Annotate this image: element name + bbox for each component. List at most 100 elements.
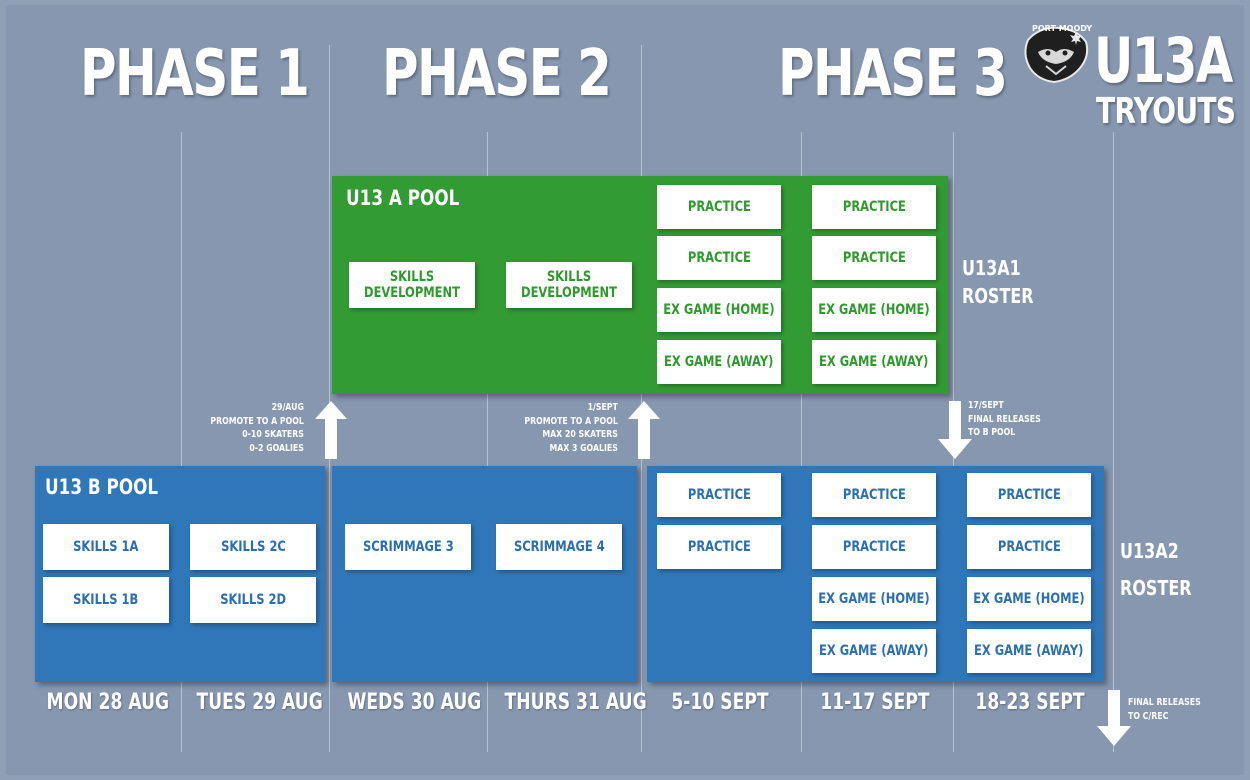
card-label: EX GAME (HOME) bbox=[973, 590, 1085, 607]
b-pool-away-game-card: EX GAME (AWAY) bbox=[967, 629, 1091, 673]
up-arrow-icon bbox=[315, 401, 347, 459]
b-pool-phase2-panel bbox=[332, 466, 637, 682]
roster-name: U13A1 bbox=[962, 256, 1021, 280]
card-label: PRACTICE bbox=[997, 486, 1061, 503]
a-pool-home-game-card: EX GAME (HOME) bbox=[812, 288, 936, 332]
divider bbox=[1113, 132, 1114, 752]
phase-3-heading: PHASE 3 bbox=[778, 37, 1008, 111]
note-line: PROMOTE TO A POOL bbox=[524, 415, 618, 427]
card-label: SKILLS DEVELOPMENT bbox=[364, 268, 460, 301]
day-label: TUES 29 AUG bbox=[196, 690, 323, 715]
b-pool-practice-card: PRACTICE bbox=[657, 473, 781, 517]
note-line: 0-2 GOALIES bbox=[249, 442, 304, 454]
logo-wordmark: PORT MOODY bbox=[1032, 24, 1093, 33]
note-line: PROMOTE TO A POOL bbox=[210, 415, 304, 427]
note-line: FINAL RELEASES bbox=[968, 413, 1041, 425]
card-label: EX GAME (HOME) bbox=[818, 590, 930, 607]
a-pool-away-game-card: EX GAME (AWAY) bbox=[657, 340, 781, 384]
divider bbox=[329, 45, 330, 752]
day-label: 11-17 SEPT bbox=[820, 690, 930, 715]
day-label: MON 28 AUG bbox=[46, 690, 170, 715]
down-arrow-icon bbox=[938, 401, 972, 459]
card-label: EX GAME (AWAY) bbox=[974, 642, 1084, 659]
card-label: EX GAME (AWAY) bbox=[819, 353, 929, 370]
title-main: U13A bbox=[1094, 24, 1233, 97]
a-pool-practice-card: PRACTICE bbox=[657, 236, 781, 280]
roster-word: ROSTER bbox=[962, 284, 1034, 308]
note-line: TO C/REC bbox=[1128, 710, 1169, 722]
card-label: PRACTICE bbox=[997, 538, 1061, 555]
day-label: WEDS 30 AUG bbox=[347, 690, 482, 715]
b-pool-scrimmage-card: SCRIMMAGE 3 bbox=[345, 524, 471, 570]
b-pool-skills-card: SKILLS 1A bbox=[43, 524, 169, 570]
card-label: SKILLS 2C bbox=[220, 538, 286, 555]
divider bbox=[181, 132, 182, 752]
divider bbox=[641, 45, 642, 752]
card-label: EX GAME (HOME) bbox=[663, 301, 775, 318]
release-note-2: FINAL RELEASES TO C/REC bbox=[1128, 696, 1201, 723]
roster-word: ROSTER bbox=[1120, 576, 1192, 600]
a1-roster-label: U13A1 ROSTER bbox=[962, 254, 1034, 310]
day-label: 18-23 SEPT bbox=[975, 690, 1085, 715]
b-pool-practice-card: PRACTICE bbox=[812, 525, 936, 569]
b-pool-practice-card: PRACTICE bbox=[967, 525, 1091, 569]
day-label: THURS 31 AUG bbox=[504, 690, 647, 715]
card-label: SCRIMMAGE 3 bbox=[362, 538, 454, 555]
a2-roster-label: U13A2 ROSTER bbox=[1120, 533, 1192, 607]
card-label: SKILLS 2D bbox=[220, 591, 286, 608]
card-label: PRACTICE bbox=[687, 198, 751, 215]
down-arrow-icon bbox=[1097, 690, 1131, 746]
note-line: TO B POOL bbox=[968, 427, 1016, 438]
note-line: 0-10 SKATERS bbox=[242, 429, 304, 440]
a-pool-skills-card: SKILLS DEVELOPMENT bbox=[349, 262, 475, 308]
b-pool-away-game-card: EX GAME (AWAY) bbox=[812, 629, 936, 673]
promote-note-1: 29/AUG PROMOTE TO A POOL 0-10 SKATERS 0-… bbox=[211, 401, 304, 455]
card-label: PRACTICE bbox=[842, 486, 906, 503]
title-sub: TRYOUTS bbox=[1096, 91, 1236, 132]
card-label: SKILLS 1B bbox=[73, 591, 139, 608]
b-pool-skills-card: SKILLS 2D bbox=[190, 577, 316, 623]
a-pool-title: U13 A POOL bbox=[346, 186, 460, 210]
note-line: 17/SEPT bbox=[968, 400, 1004, 411]
b-pool-practice-card: PRACTICE bbox=[812, 473, 936, 517]
up-arrow-icon bbox=[628, 401, 660, 459]
b-pool-practice-card: PRACTICE bbox=[657, 525, 781, 569]
card-label: PRACTICE bbox=[842, 249, 906, 266]
card-label: SKILLS 1A bbox=[73, 538, 139, 555]
card-label: EX GAME (AWAY) bbox=[664, 353, 774, 370]
a-pool-home-game-card: EX GAME (HOME) bbox=[657, 288, 781, 332]
phase-2-heading: PHASE 2 bbox=[382, 37, 612, 111]
roster-name: U13A2 bbox=[1120, 539, 1179, 563]
a-pool-practice-card: PRACTICE bbox=[657, 185, 781, 229]
release-note-1: 17/SEPT FINAL RELEASES TO B POOL bbox=[968, 399, 1041, 440]
card-label: PRACTICE bbox=[687, 486, 751, 503]
b-pool-phase1-panel: U13 B POOL bbox=[35, 466, 325, 682]
panther-logo bbox=[1024, 26, 1089, 84]
b-pool-home-game-card: EX GAME (HOME) bbox=[812, 577, 936, 621]
card-label: PRACTICE bbox=[687, 538, 751, 555]
promote-note-2: 1/SEPT PROMOTE TO A POOL MAX 20 SKATERS … bbox=[525, 401, 618, 455]
divider bbox=[801, 132, 802, 752]
phase-1-heading: PHASE 1 bbox=[80, 37, 310, 111]
card-label: SCRIMMAGE 4 bbox=[513, 538, 605, 555]
card-label: PRACTICE bbox=[842, 538, 906, 555]
b-pool-title: U13 B POOL bbox=[45, 475, 159, 499]
b-pool-skills-card: SKILLS 2C bbox=[190, 524, 316, 570]
note-line: MAX 20 SKATERS bbox=[542, 429, 618, 440]
card-label: EX GAME (HOME) bbox=[818, 301, 930, 318]
b-pool-practice-card: PRACTICE bbox=[967, 473, 1091, 517]
card-label: PRACTICE bbox=[687, 249, 751, 266]
divider bbox=[487, 132, 488, 752]
a-pool-away-game-card: EX GAME (AWAY) bbox=[812, 340, 936, 384]
b-pool-scrimmage-card: SCRIMMAGE 4 bbox=[496, 524, 622, 570]
card-label: EX GAME (AWAY) bbox=[819, 642, 929, 659]
a-pool-skills-card: SKILLS DEVELOPMENT bbox=[506, 262, 632, 308]
day-label: 5-10 SEPT bbox=[671, 690, 769, 715]
b-pool-skills-card: SKILLS 1B bbox=[43, 577, 169, 623]
note-line: MAX 3 GOALIES bbox=[549, 442, 618, 454]
card-label: SKILLS DEVELOPMENT bbox=[521, 268, 617, 301]
card-label: PRACTICE bbox=[842, 198, 906, 215]
b-pool-home-game-card: EX GAME (HOME) bbox=[967, 577, 1091, 621]
note-line: FINAL RELEASES bbox=[1128, 697, 1201, 708]
